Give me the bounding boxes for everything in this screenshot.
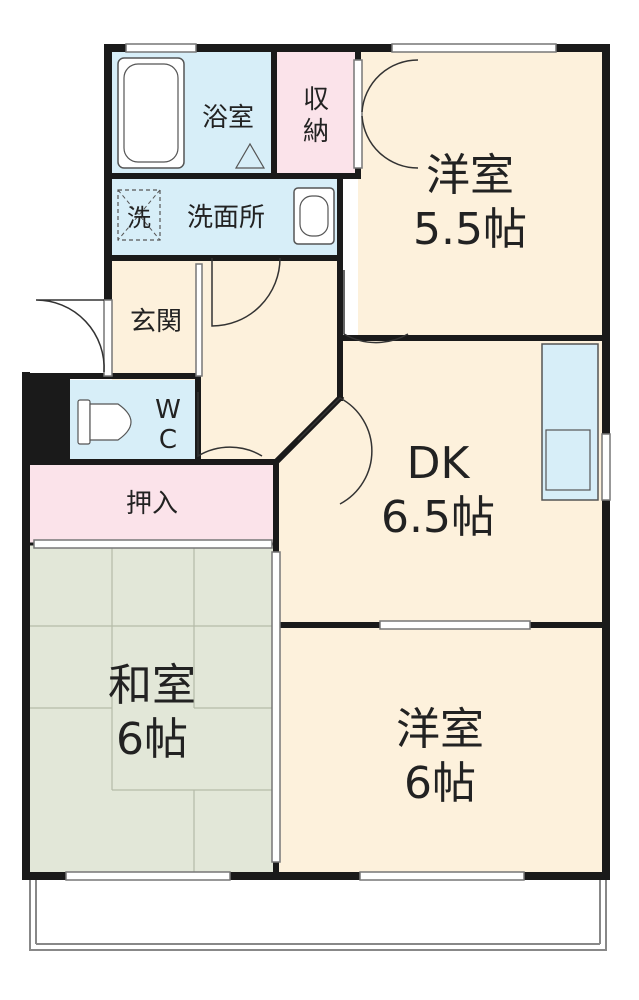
window-kitchen <box>601 433 611 501</box>
dk-size: 6.5帖 <box>381 492 495 543</box>
japanese-name: 和室 <box>108 660 196 711</box>
entrance-name: 玄関 <box>130 307 182 337</box>
washroom-name: 洗面所 <box>187 203 265 233</box>
dk-hall-floor <box>276 398 340 625</box>
bathtub-icon <box>117 57 185 169</box>
windows <box>65 43 611 881</box>
western-2-size: 6帖 <box>404 758 476 809</box>
western-2-name: 洋室 <box>396 704 484 755</box>
doors <box>33 59 531 863</box>
washer-mark: 洗 <box>127 204 151 232</box>
window-western-2-bottom <box>359 871 525 881</box>
entrance-hall-floor <box>112 258 340 462</box>
tatami-lines <box>30 544 276 873</box>
balcony <box>29 880 607 951</box>
window-japanese-bottom <box>65 871 231 881</box>
washing-machine-icon <box>117 189 161 241</box>
western-1-name: 洋室 <box>426 150 514 201</box>
closet-top-line1: 収 <box>303 85 329 115</box>
western-1-size: 5.5帖 <box>413 204 527 255</box>
bath-name: 浴室 <box>202 103 254 133</box>
window-western-1 <box>391 43 557 53</box>
oshiire-name: 押入 <box>126 489 178 519</box>
toilet-icon <box>77 399 132 445</box>
western-room-2-floor <box>276 625 606 873</box>
oshiire-floor <box>30 462 276 544</box>
pillar <box>26 376 70 462</box>
japanese-size: 6帖 <box>116 714 188 765</box>
window-bath <box>125 43 197 53</box>
wc-line1: W <box>155 395 181 425</box>
closet-top-line2: 納 <box>303 117 329 147</box>
wc-line2: C <box>159 425 177 455</box>
sink-icon <box>293 187 335 245</box>
dk-name: DK <box>407 438 471 489</box>
western-room-1-floor <box>358 48 606 338</box>
kitchen-counter-icon <box>541 343 599 501</box>
bath-drain-icon <box>234 142 266 169</box>
closet-top-floor <box>274 48 358 176</box>
